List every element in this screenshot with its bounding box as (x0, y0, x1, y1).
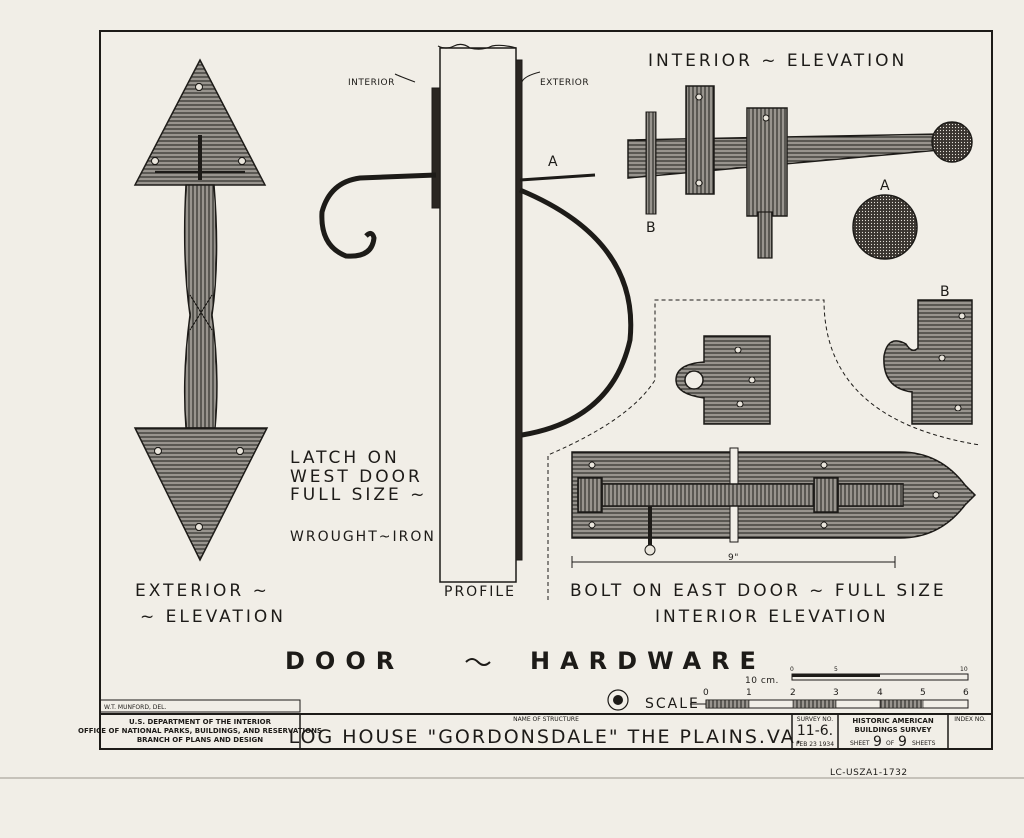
label-point-b2: B (940, 284, 952, 300)
name-header: NAME OF STRUCTURE (513, 716, 579, 723)
of-word: OF (886, 740, 895, 747)
door-board-profile (439, 47, 517, 583)
exterior-elevation-handle (133, 58, 269, 562)
title-door: DOOR (285, 647, 404, 675)
handle-grip (183, 184, 218, 429)
label-point-a2: A (880, 178, 892, 194)
keeper-plates (675, 299, 973, 425)
bolt-rod (577, 483, 904, 507)
label-interior-elevation-bottom: INTERIOR ELEVATION (655, 607, 889, 627)
label-latch-2: WEST DOOR (290, 467, 423, 487)
scale-tick-6: 6 (963, 688, 969, 698)
index-header: INDEX NO. (954, 716, 986, 723)
sheet-total: 9 (898, 734, 907, 750)
scale-tick-4: 4 (877, 688, 883, 698)
handle-bottom-plate (133, 427, 269, 562)
latch-keeper (685, 85, 715, 195)
label-bolt-caption: BOLT ON EAST DOOR ~ FULL SIZE (570, 581, 947, 601)
structure-name: LOG HOUSE "GORDONSDALE" THE PLAINS.VA. (289, 726, 804, 748)
dept-line-3: BRANCH OF PLANS AND DESIGN (137, 736, 263, 744)
plate-with-hole (675, 335, 771, 425)
profile-drawing (319, 43, 634, 583)
label-profile: PROFILE (444, 584, 516, 600)
label-interior-top: INTERIOR (348, 78, 395, 88)
label-point-a: A (548, 154, 560, 170)
survey-header: SURVEY NO. (797, 716, 833, 723)
label-interior-elevation-top: INTERIOR ~ ELEVATION (648, 51, 907, 71)
bolt-drawing (571, 447, 977, 568)
survey-date: FEB 23 1934 (796, 741, 834, 748)
dept-line-2: OFFICE OF NATIONAL PARKS, BUILDINGS, AND… (78, 727, 322, 735)
knob-detail-a (852, 194, 918, 260)
label-latch-1: LATCH ON (290, 448, 400, 468)
dashed-outline (547, 299, 981, 600)
scale-cm-tick-5: 5 (834, 666, 838, 673)
scale-tick-2: 2 (790, 688, 796, 698)
scale-cm-tick-10: 10 (960, 666, 968, 673)
label-wrought-iron: WROUGHT~IRON (290, 529, 436, 545)
scale-bar: 10 cm. 0 5 10 SCALE 0 1 2 3 4 5 6 (607, 666, 969, 712)
title-swash (465, 658, 491, 666)
habs-line-1: HISTORIC AMERICAN (852, 717, 934, 725)
latch-catch (746, 107, 788, 217)
interior-elevation-latch (627, 85, 973, 260)
sheets-word: SHEETS (912, 740, 936, 747)
scale-cm-label: 10 cm. (745, 676, 779, 686)
label-dimension: 9" (728, 553, 739, 563)
scale-tick-0: 0 (703, 688, 709, 698)
scale-tick-1: 1 (746, 688, 752, 698)
scale-tick-3: 3 (833, 688, 839, 698)
label-exterior-elevation-1: EXTERIOR ~ (135, 581, 270, 601)
plate-b-detail (883, 299, 973, 425)
label-exterior-elevation-2: ~ ELEVATION (140, 607, 286, 627)
title-block: W.T. MUNFORD, DEL. U.S. DEPARTMENT OF TH… (78, 699, 992, 750)
latch-knob (931, 121, 973, 163)
catalog-number: LC-USZA1-1732 (830, 768, 908, 778)
scale-label: SCALE (645, 696, 700, 712)
delineator: W.T. MUNFORD, DEL. (104, 704, 167, 711)
title-hardware: HARDWARE (530, 647, 766, 675)
scale-cm-tick-0: 0 (790, 666, 794, 673)
label-exterior-top: EXTERIOR (540, 78, 589, 88)
dept-line-1: U.S. DEPARTMENT OF THE INTERIOR (129, 718, 272, 726)
label-point-b: B (646, 220, 658, 236)
sheet-number: 9 (873, 734, 882, 750)
label-latch-3: FULL SIZE ~ (290, 485, 427, 505)
survey-number: 11-6. (797, 723, 833, 739)
scale-tick-5: 5 (920, 688, 926, 698)
sheet-word: SHEET (850, 740, 870, 747)
sheet-border (99, 30, 993, 750)
habs-line-2: BUILDINGS SURVEY (855, 726, 933, 734)
